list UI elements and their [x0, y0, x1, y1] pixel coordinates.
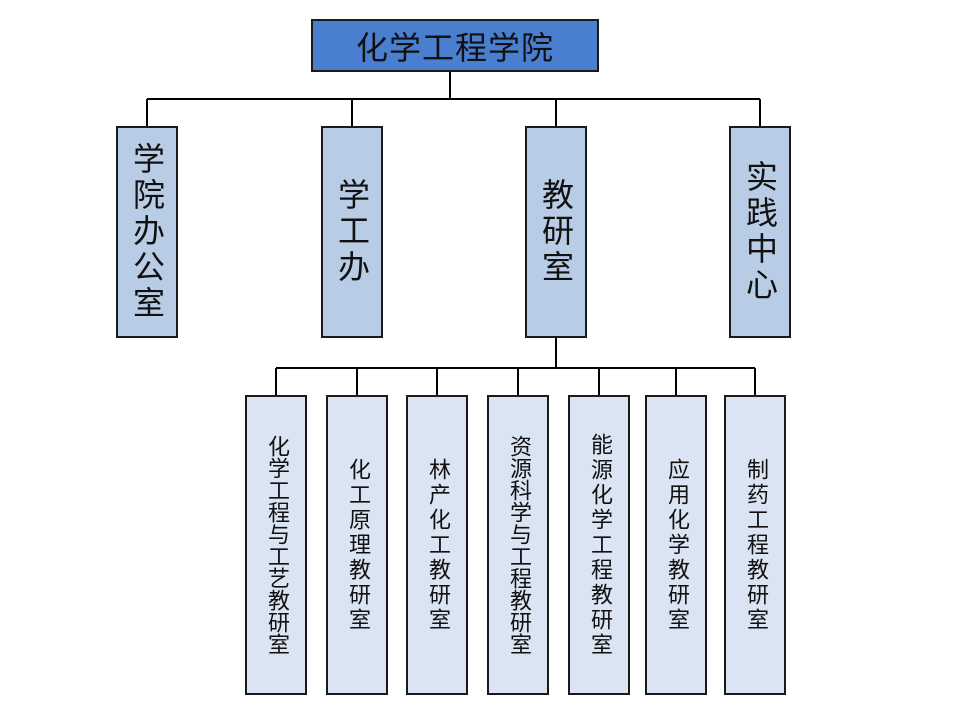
section-label: 化工原理教研室	[345, 457, 370, 633]
section-label: 能源化学工程教研室	[587, 432, 612, 658]
section-label: 资源科学与工程教研室	[506, 435, 531, 655]
section-node-forest-chemical: 林产化工教研室	[406, 395, 468, 695]
section-node-chemical-principles: 化工原理教研室	[326, 395, 388, 695]
section-label: 制药工程教研室	[743, 457, 768, 633]
department-label: 实践中心	[741, 160, 779, 304]
section-node-resource-science: 资源科学与工程教研室	[487, 395, 549, 695]
section-label: 化学工程与工艺教研室	[264, 435, 289, 655]
root-label: 化学工程学院	[355, 28, 554, 67]
department-label: 学院办公室	[128, 142, 166, 322]
department-node-practice-center: 实践中心	[729, 126, 791, 338]
department-node-teaching-research: 教研室	[525, 126, 587, 338]
section-label: 林产化工教研室	[425, 457, 450, 633]
department-node-student-affairs: 学工办	[321, 126, 383, 338]
section-node-energy-chemical: 能源化学工程教研室	[568, 395, 630, 695]
department-node-office: 学院办公室	[116, 126, 178, 338]
section-node-pharmaceutical: 制药工程教研室	[724, 395, 786, 695]
section-label: 应用化学教研室	[664, 457, 689, 633]
department-label: 教研室	[537, 178, 575, 286]
department-label: 学工办	[333, 178, 371, 286]
root-node: 化学工程学院	[311, 19, 599, 72]
section-node-applied-chemistry: 应用化学教研室	[645, 395, 707, 695]
section-node-chemical-engineering-technology: 化学工程与工艺教研室	[245, 395, 307, 695]
